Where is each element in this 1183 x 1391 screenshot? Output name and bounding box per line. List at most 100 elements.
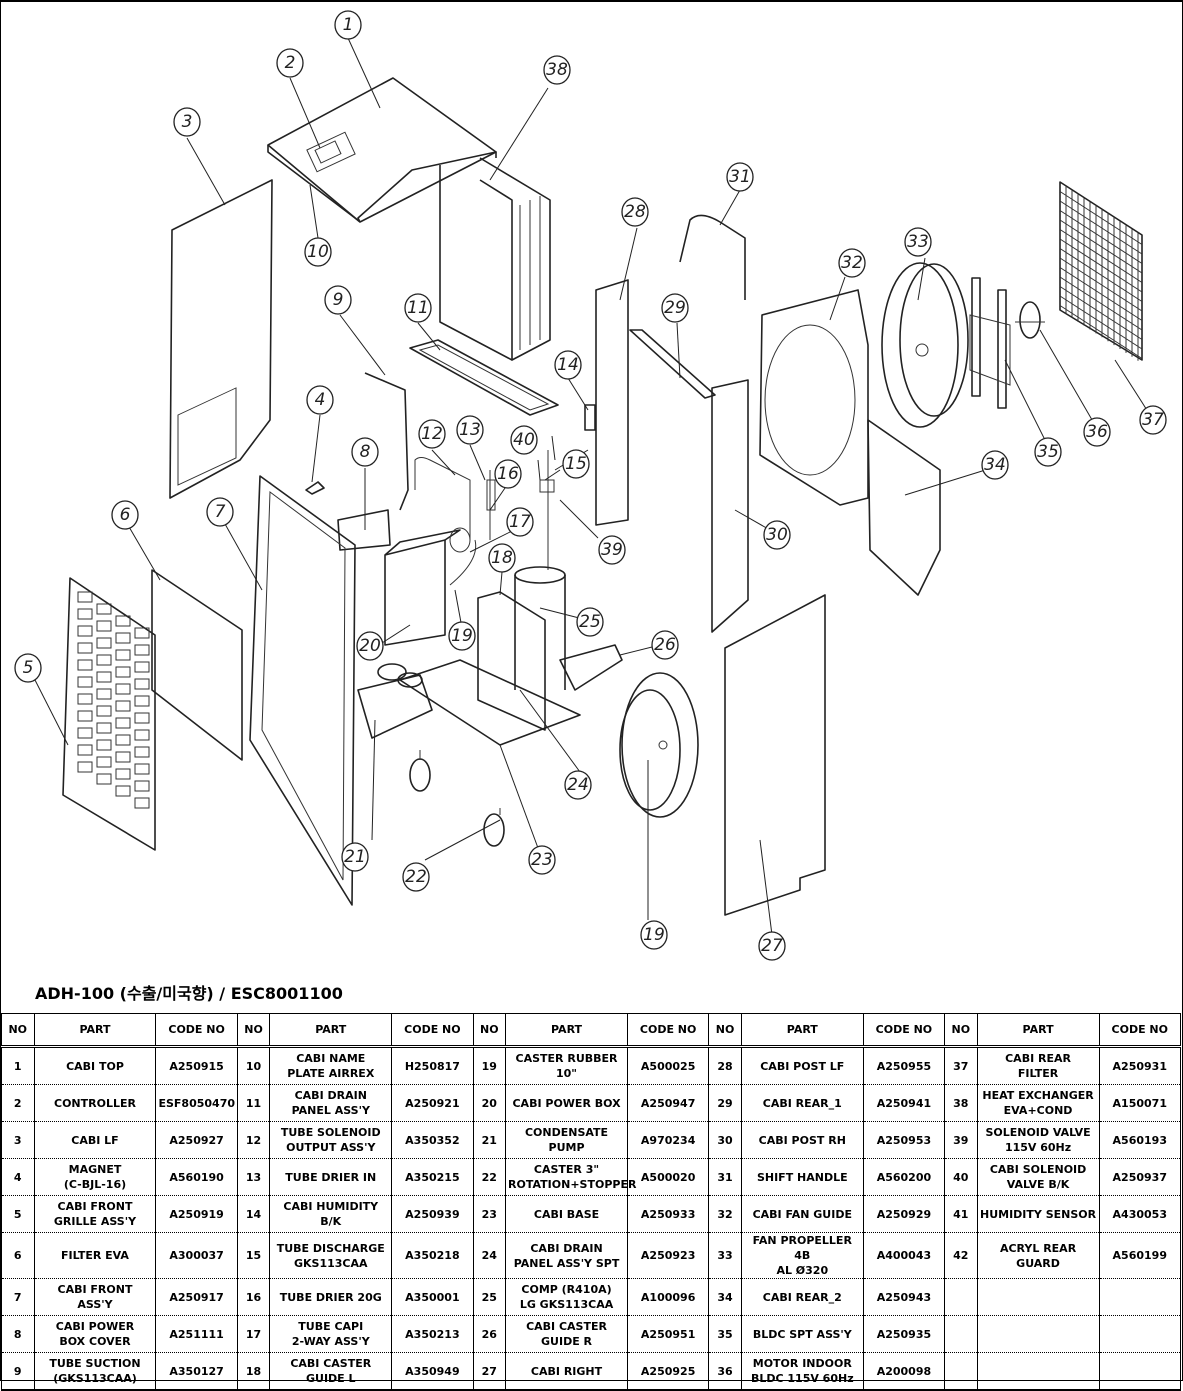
callout-40: 40 (510, 425, 538, 455)
grille-slot (96, 603, 112, 615)
header-no: NO (944, 1013, 978, 1048)
part-code-cell (1098, 1278, 1182, 1316)
part-shift-handle (679, 214, 746, 300)
part-post-rh (711, 379, 749, 633)
part-code-cell (1098, 1352, 1182, 1391)
part-number-cell: 33 (708, 1232, 742, 1279)
grille-slot (115, 785, 131, 797)
callout-number: 31 (729, 167, 751, 187)
grille-slot (115, 700, 131, 712)
part-tubing (414, 450, 555, 586)
part-number-cell: 10 (236, 1046, 271, 1085)
part-magnet (305, 481, 325, 495)
grille-slot (134, 729, 150, 741)
grille-slot (96, 739, 112, 751)
grille-slot (96, 773, 112, 785)
callout-number: 35 (1037, 442, 1059, 462)
part-name-cell: CABI CASTER GUIDE R (505, 1315, 628, 1353)
callout-30: 30 (763, 520, 791, 550)
part-drain-panel-spt (477, 591, 546, 731)
callout-34: 34 (981, 450, 1009, 480)
grille-slot (96, 722, 112, 734)
grille-slot (77, 608, 93, 620)
part-power-box-cover (337, 509, 391, 551)
callout-number: 36 (1086, 422, 1108, 442)
callout-21: 21 (341, 842, 369, 872)
callout-number: 8 (360, 442, 371, 462)
callout-number: 25 (579, 612, 601, 632)
part-number-cell (944, 1352, 978, 1391)
part-cabi-right (724, 594, 826, 916)
callout-22: 22 (402, 862, 430, 892)
part-name-cell: CABI FRONT ASS'Y (33, 1278, 157, 1316)
part-code-cell: A350352 (391, 1121, 474, 1159)
grille-slot (115, 734, 131, 746)
part-heat-exchanger (439, 157, 551, 361)
part-name-cell: CASTER 3" ROTATION+STOPPER (505, 1158, 636, 1196)
header-part: PART (740, 1013, 864, 1048)
part-number-cell: 38 (944, 1084, 978, 1122)
grille-slot (77, 744, 93, 756)
part-code-cell: A200098 (862, 1352, 946, 1391)
callout-19: 19 (640, 920, 668, 950)
callout-number: 13 (459, 420, 481, 440)
part-name-cell: CABI RIGHT (505, 1352, 628, 1391)
part-name-cell: CASTER RUBBER 10" (505, 1046, 628, 1085)
grille-slot (77, 761, 93, 773)
header-code-no: CODE NO (1098, 1013, 1182, 1048)
callout-number: 27 (761, 936, 783, 956)
part-compressor (514, 566, 566, 690)
part-code-cell: A970234 (626, 1121, 710, 1159)
part-name-cell: CABI FAN GUIDE (740, 1195, 864, 1233)
part-code-cell: A250927 (155, 1121, 238, 1159)
part-humidity-bk (584, 404, 596, 431)
callout-15: 15 (562, 449, 590, 479)
part-number-cell: 39 (944, 1121, 978, 1159)
part-rear-filter (1059, 181, 1143, 361)
callout-number: 10 (307, 242, 329, 262)
callout-number: 6 (120, 505, 131, 525)
part-code-cell: ESF8050470 (155, 1084, 238, 1122)
part-number-cell: 2 (1, 1084, 35, 1122)
header-code-no: CODE NO (391, 1013, 474, 1048)
part-code-cell: A250933 (626, 1195, 710, 1233)
part-name-cell: TUBE DRIER 20G (269, 1278, 393, 1316)
part-code-cell: A250943 (862, 1278, 946, 1316)
part-code-cell: A250939 (391, 1195, 474, 1233)
grille-slot (134, 695, 150, 707)
grille-slot (77, 591, 93, 603)
grille-slot (134, 780, 150, 792)
callout-3: 3 (173, 107, 201, 137)
part-code-cell: A560199 (1098, 1232, 1182, 1279)
part-name-cell: FAN PROPELLER 4B AL Ø320 (740, 1232, 864, 1279)
callout-39: 39 (598, 535, 626, 565)
grille-slot (115, 632, 131, 644)
callout-16: 16 (494, 459, 522, 489)
part-rear-1 (629, 329, 716, 399)
callout-number: 5 (23, 658, 34, 678)
part-number-cell: 32 (708, 1195, 742, 1233)
part-number-cell: 36 (708, 1352, 742, 1391)
callout-number: 32 (841, 253, 863, 273)
grille-slot (77, 642, 93, 654)
part-name-cell: CABI FRONT GRILLE ASS'Y (33, 1195, 157, 1233)
header-part: PART (269, 1013, 393, 1048)
callout-number: 28 (624, 202, 646, 222)
part-code-cell: A250955 (862, 1046, 946, 1085)
part-name-cell: ACRYL REAR GUARD (976, 1232, 1100, 1279)
exploded-parts-diagram: 1234567891011121314151617181919202122232… (14, 10, 1167, 961)
part-name-cell (976, 1315, 1100, 1353)
callout-number: 14 (557, 355, 579, 375)
part-number-cell: 37 (944, 1046, 978, 1085)
grille-slot (96, 688, 112, 700)
part-condensate-pump (357, 663, 433, 739)
callout-35: 35 (1034, 437, 1062, 467)
part-power-box (384, 529, 461, 646)
part-number-cell: 25 (472, 1278, 507, 1316)
part-name-cell: BLDC SPT ASS'Y (740, 1315, 864, 1353)
grille-slot (115, 683, 131, 695)
callout-number: 34 (984, 455, 1006, 475)
callout-number: 1 (343, 15, 354, 35)
